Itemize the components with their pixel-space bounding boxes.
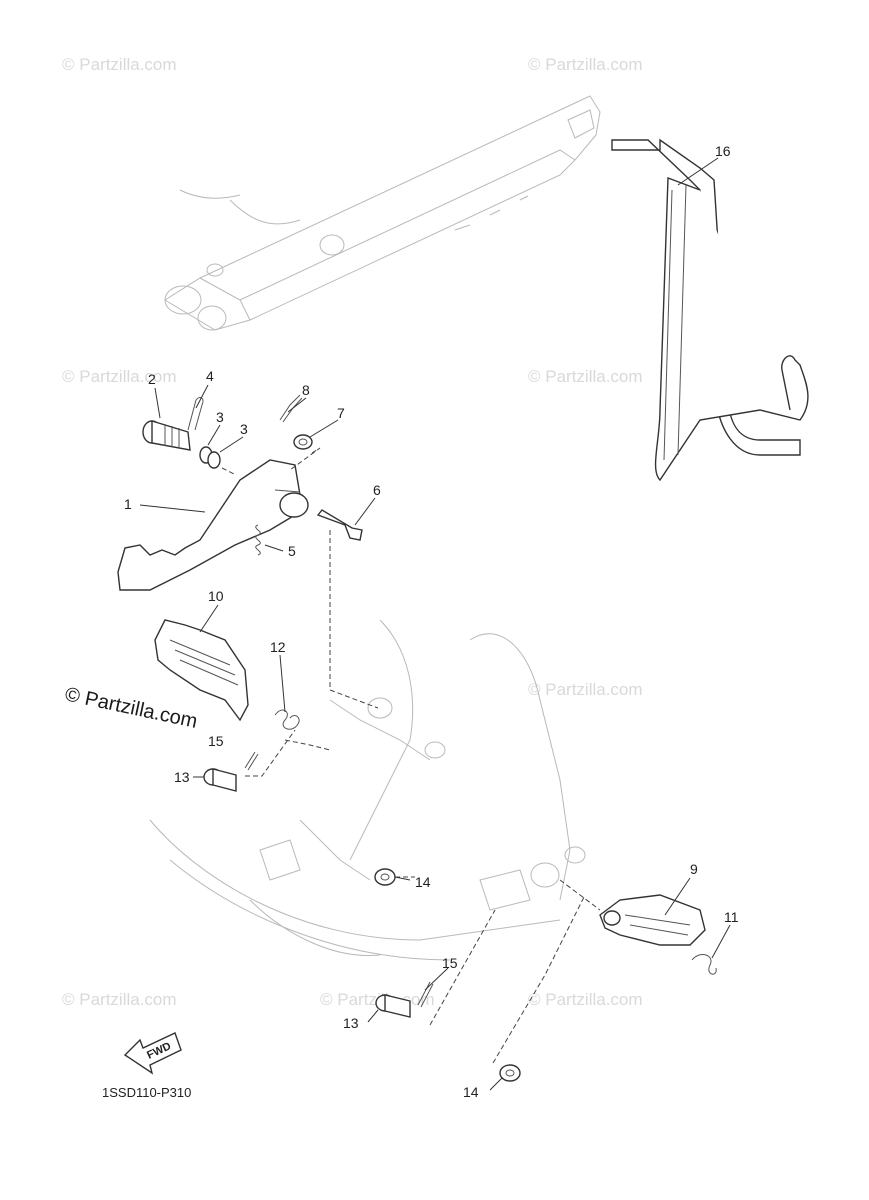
- callout-3: 3: [240, 421, 248, 437]
- fwd-arrow-icon: FWD: [123, 1032, 182, 1075]
- callout-7: 7: [337, 405, 345, 421]
- watermark-group: © Partzilla.com © Partzilla.com © Partzi…: [62, 55, 643, 1009]
- callout-1: 1: [124, 496, 132, 512]
- clip-part: [187, 397, 204, 431]
- swingarm-illustration: [164, 95, 601, 331]
- watermark: © Partzilla.com: [62, 55, 177, 74]
- frame-illustration: [149, 619, 586, 961]
- callout-15: 15: [442, 955, 458, 971]
- watermark-prominent: © Partzilla.com: [63, 683, 199, 733]
- cotter-pin-part: [417, 981, 434, 1008]
- watermark: © Partzilla.com: [62, 990, 177, 1009]
- footrest-spring-part: [274, 709, 300, 730]
- callout-11: 11: [724, 909, 739, 925]
- callout-14: 14: [463, 1084, 479, 1100]
- callout-12: 12: [270, 639, 286, 655]
- callout-6: 6: [373, 482, 381, 498]
- watermark: © Partzilla.com: [528, 367, 643, 386]
- bolt-part: [316, 509, 363, 541]
- left-footrest-part: [154, 619, 249, 722]
- footrest-pin-part: [203, 768, 237, 792]
- footrest-spring-part: [691, 954, 717, 975]
- spring-part: [255, 524, 261, 556]
- cotter-pin-part: [244, 751, 259, 771]
- washer-part: [293, 434, 313, 450]
- callout-8: 8: [302, 382, 310, 398]
- diagram-code: 1SSD110-P310: [102, 1085, 191, 1100]
- cotter-pin-part: [279, 394, 303, 423]
- callout-3: 3: [216, 409, 224, 425]
- callout-4: 4: [206, 368, 214, 384]
- callout-2: 2: [148, 371, 156, 387]
- leader-lines: [139, 157, 731, 1091]
- watermark: © Partzilla.com: [62, 367, 177, 386]
- callout-10: 10: [208, 588, 224, 604]
- o-ring-part: [207, 451, 221, 469]
- pivot-shaft-part: [142, 420, 191, 451]
- washer-hole: [380, 873, 390, 881]
- callout-14: 14: [415, 874, 431, 890]
- watermark: © Partzilla.com: [528, 680, 643, 699]
- assembly-lines: [221, 447, 601, 1064]
- callout-13: 13: [343, 1015, 359, 1031]
- washer-hole: [505, 1069, 515, 1077]
- callout-9: 9: [690, 861, 698, 877]
- washer-hole: [298, 438, 308, 446]
- footrest-pin-part: [375, 994, 411, 1018]
- watermark: © Partzilla.com: [528, 990, 643, 1009]
- callout-13: 13: [174, 769, 190, 785]
- callout-16: 16: [715, 143, 731, 159]
- washer-part: [499, 1064, 521, 1082]
- callout-5: 5: [288, 543, 296, 559]
- brake-pedal-part: [117, 459, 309, 591]
- callout-15: 15: [208, 733, 224, 749]
- stand-part: [611, 138, 809, 482]
- watermark: © Partzilla.com: [528, 55, 643, 74]
- callout-labels: 1 2 3 3 4 5 6 7 8 9 10 11 12 13 13 14 14…: [124, 143, 739, 1100]
- washer-part: [374, 868, 396, 886]
- right-footrest-part: [599, 894, 706, 946]
